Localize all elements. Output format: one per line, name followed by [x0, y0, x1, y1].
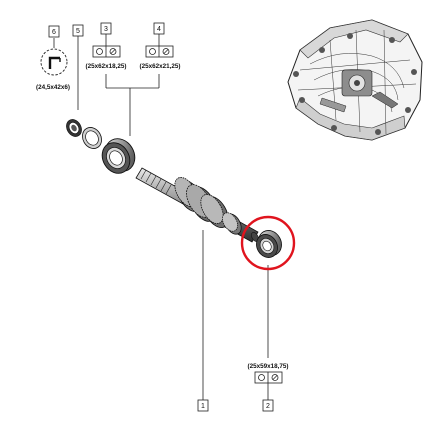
ref-label-5: 5 — [76, 28, 80, 35]
highlighted-bearing-part — [256, 230, 282, 258]
dimension-label-4: (25x62x21,25) — [140, 63, 181, 70]
ref-box-6: 6 — [48, 25, 60, 38]
ref-label-1: 1 — [201, 403, 205, 410]
bearing-symbol-icon — [254, 371, 283, 384]
ref-label-2: 2 — [266, 403, 270, 410]
highlight-circle — [240, 215, 296, 271]
ref-box-5: 5 — [72, 24, 84, 37]
ref-box-4: 4 — [153, 22, 165, 35]
ref-label-6: 6 — [52, 29, 56, 36]
input-shaft-part — [135, 167, 259, 243]
circlip-part — [66, 119, 82, 137]
ref-box-3: 3 — [100, 22, 112, 35]
dimension-label-2: (25x59x18,75) — [248, 363, 289, 370]
bearing-symbol-icon — [145, 45, 174, 58]
bearing-part — [101, 138, 136, 174]
circlip-icon — [40, 48, 68, 76]
ref-box-1: 1 — [197, 399, 209, 412]
ref-label-4: 4 — [157, 26, 161, 33]
ref-label-3: 3 — [104, 26, 108, 33]
ref-box-2: 2 — [262, 399, 274, 412]
dimension-label-3: (25x62x18,25) — [86, 63, 127, 70]
leader-lines — [53, 34, 269, 400]
bearing-symbol-icon — [92, 45, 121, 58]
dimension-label-6: (24,5x42x6) — [36, 84, 70, 91]
washer-part — [82, 127, 102, 149]
gearbox-housing-illustration — [287, 19, 423, 141]
